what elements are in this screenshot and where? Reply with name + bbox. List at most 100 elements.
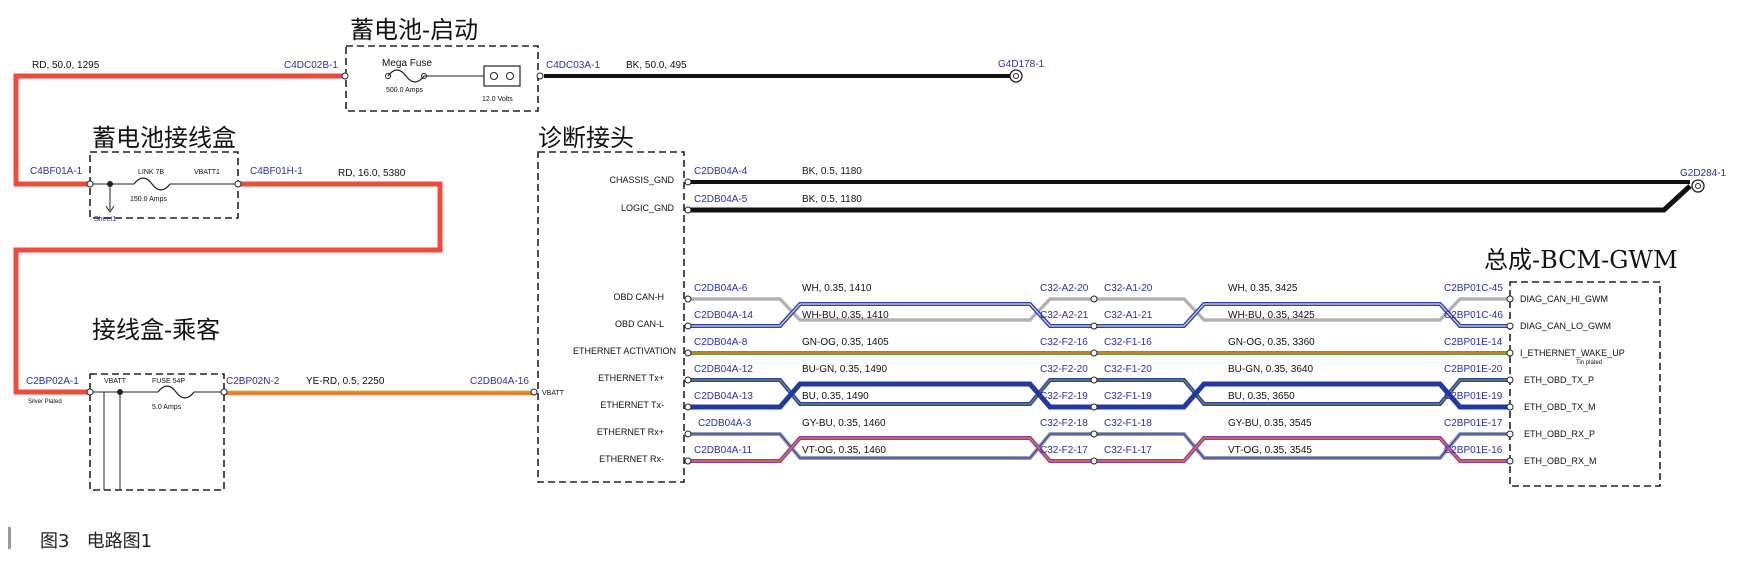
connector-label: C4DC03A-1 [546, 60, 600, 71]
wire-label: YE-RD, 0.5, 2250 [306, 376, 385, 387]
connector-label: C2BP01E-17 [1444, 418, 1503, 429]
wire-label: RD, 50.0, 1295 [32, 60, 100, 71]
pin-name: I_ETHERNET_WAKE_UP [1520, 348, 1625, 358]
bcm-pin-names: DIAG_CAN_HI_GWM DIAG_CAN_LO_GWM I_ETHERN… [1520, 294, 1625, 466]
passenger-junction-box-title: 接线盒-乘客 [92, 316, 220, 344]
connector-label: C32-F1-20 [1104, 364, 1152, 375]
fuse-54p-icon [157, 385, 195, 399]
wire-label: BK, 0.5, 1180 [802, 166, 862, 177]
pin-name: CHASSIS_GND [609, 175, 674, 185]
mega-fuse-rating: 500.0 Amps [386, 87, 423, 94]
connector-label: C2DB04A-11 [694, 445, 753, 456]
wire-label: VT-OG, 0.35, 1460 [802, 445, 886, 456]
rd-50-wire [13, 73, 345, 187]
connector-label: C2BP01C-45 [1444, 283, 1503, 294]
connector-label: C2BP02N-2 [226, 376, 280, 387]
connector-label: C4DC02B-1 [284, 60, 338, 71]
sheet-label: Sheet1 [94, 216, 116, 223]
diagnostic-connector-box [537, 151, 685, 483]
connector-label: C32-A2-20 [1040, 283, 1089, 294]
diag-pin-names: CHASSIS_GND LOGIC_GND OBD CAN-H OBD CAN-… [573, 175, 676, 464]
ground-icon [1691, 179, 1705, 193]
rd-16-wire [13, 181, 443, 395]
vbatt1-label: VBATT1 [194, 169, 220, 176]
connector-label: C32-A1-21 [1104, 310, 1153, 321]
wire-label: BK, 50.0, 495 [626, 60, 687, 71]
fuse-54p-label: FUSE 54P [152, 378, 185, 385]
passenger-junction-box [89, 373, 225, 491]
sheet-arrow-icon [105, 205, 115, 213]
pin-name: ETHERNET Tx+ [598, 373, 664, 383]
wire-label: RD, 16.0, 5380 [338, 168, 406, 179]
connector-label: C4BF01H-1 [250, 166, 303, 177]
pin-name: ETHERNET ACTIVATION [573, 346, 676, 356]
pin-name: LOGIC_GND [621, 203, 675, 213]
connector-label: C2DB04A-4 [694, 166, 748, 177]
pin-name: ETHERNET Rx+ [597, 427, 664, 437]
connector-label: C32-F2-19 [1040, 391, 1088, 402]
connector-label: G2D284-1 [1680, 168, 1727, 179]
wire-label: BU, 0.35, 1490 [802, 391, 869, 402]
ground-icon [1009, 69, 1023, 83]
wire-label: WH, 0.35, 3425 [1228, 283, 1298, 294]
connector-label: C32-A1-20 [1104, 283, 1153, 294]
battery-voltage: 12.0 Volts [482, 96, 513, 103]
pin-name: ETH_OBD_TX_P [1524, 375, 1594, 385]
connector-label: C2DB04A-8 [694, 337, 748, 348]
connector-label: C2DB04A-14 [694, 310, 753, 321]
connector-label: C32-F2-16 [1040, 337, 1088, 348]
wire-label: GN-OG, 0.35, 3360 [1228, 337, 1315, 348]
caption-bar [8, 527, 11, 549]
pin-name: ETH_OBD_RX_M [1524, 456, 1597, 466]
tin-plated-note: Tin plated [1576, 360, 1602, 366]
connector-label: C32-F2-18 [1040, 418, 1088, 429]
vbatt-pin-label: VBATT [542, 390, 565, 397]
connector-label: C2BP02A-1 [26, 376, 79, 387]
circuit-diagram: 蓄电池-启动 蓄电池接线盒 接线盒-乘客 诊断接头 总成-BCM-GWM Meg… [13, 16, 1727, 491]
connector-label: C32-F1-19 [1104, 391, 1152, 402]
connector-label: C2BP01E-16 [1444, 445, 1503, 456]
connector-label: C32-F1-16 [1104, 337, 1152, 348]
connector-label: C32-A2-21 [1040, 310, 1089, 321]
wire-label: BU-GN, 0.35, 1490 [802, 364, 887, 375]
connector-label: C2BP01E-19 [1444, 391, 1503, 402]
wire-label: BU-GN, 0.35, 3640 [1228, 364, 1313, 375]
connector-label: C32-F2-17 [1040, 445, 1088, 456]
link-fuse-rating: 150.0 Amps [130, 196, 167, 203]
pin-name: OBD CAN-H [613, 292, 664, 302]
battery-junction-box-title: 蓄电池接线盒 [92, 124, 236, 152]
figure-caption: 图3 电路图1 [40, 531, 153, 552]
wire-label: WH-BU, 0.35, 3425 [1228, 310, 1315, 321]
inline-labels-left: C32-A2-20 C32-A2-21 C32-F2-16 C32-F2-20 … [1040, 283, 1089, 456]
bcm-title: 总成-BCM-GWM [1484, 246, 1678, 274]
wire-label: GY-BU, 0.35, 3545 [1228, 418, 1312, 429]
pin-name: DIAG_CAN_LO_GWM [1520, 321, 1611, 331]
connector-label: C2DB04A-16 [470, 376, 529, 387]
connector-label: C32-F1-18 [1104, 418, 1152, 429]
link-fuse-icon [133, 177, 171, 191]
connector-label: G4D178-1 [998, 59, 1045, 70]
connector-label: C2DB04A-12 [694, 364, 753, 375]
connector-label: C2DB04A-13 [694, 391, 753, 402]
pin-name: DIAG_CAN_HI_GWM [1520, 294, 1608, 304]
wire-label: GY-BU, 0.35, 1460 [802, 418, 886, 429]
pin-name: ETHERNET Tx- [600, 400, 664, 410]
mega-fuse-label: Mega Fuse [382, 58, 432, 69]
connector-label: C2DB04A-6 [694, 283, 748, 294]
link-fuse-label: LINK 7B [138, 169, 164, 176]
pin-name: ETH_OBD_TX_M [1524, 402, 1596, 412]
connector-label: C2DB04A-5 [694, 194, 748, 205]
wire-label: BK, 0.5, 1180 [802, 194, 862, 205]
connector-label: C2BP01E-20 [1444, 364, 1503, 375]
inline-labels-right: C32-A1-20 C32-A1-21 C32-F1-16 C32-F1-20 … [1104, 283, 1153, 456]
logic-gnd-wire [688, 184, 1692, 213]
connector-label: C4BF01A-1 [30, 166, 83, 177]
wire-label: GN-OG, 0.35, 1405 [802, 337, 889, 348]
mega-fuse-icon [387, 69, 425, 83]
pin-name: OBD CAN-L [615, 319, 664, 329]
connector-label: C32-F1-17 [1104, 445, 1152, 456]
wire-label: VT-OG, 0.35, 3545 [1228, 445, 1312, 456]
battery-start-title: 蓄电池-启动 [350, 16, 478, 44]
wire-label: WH, 0.35, 1410 [802, 283, 872, 294]
vbatt-feed-label: VBATT [104, 378, 127, 385]
